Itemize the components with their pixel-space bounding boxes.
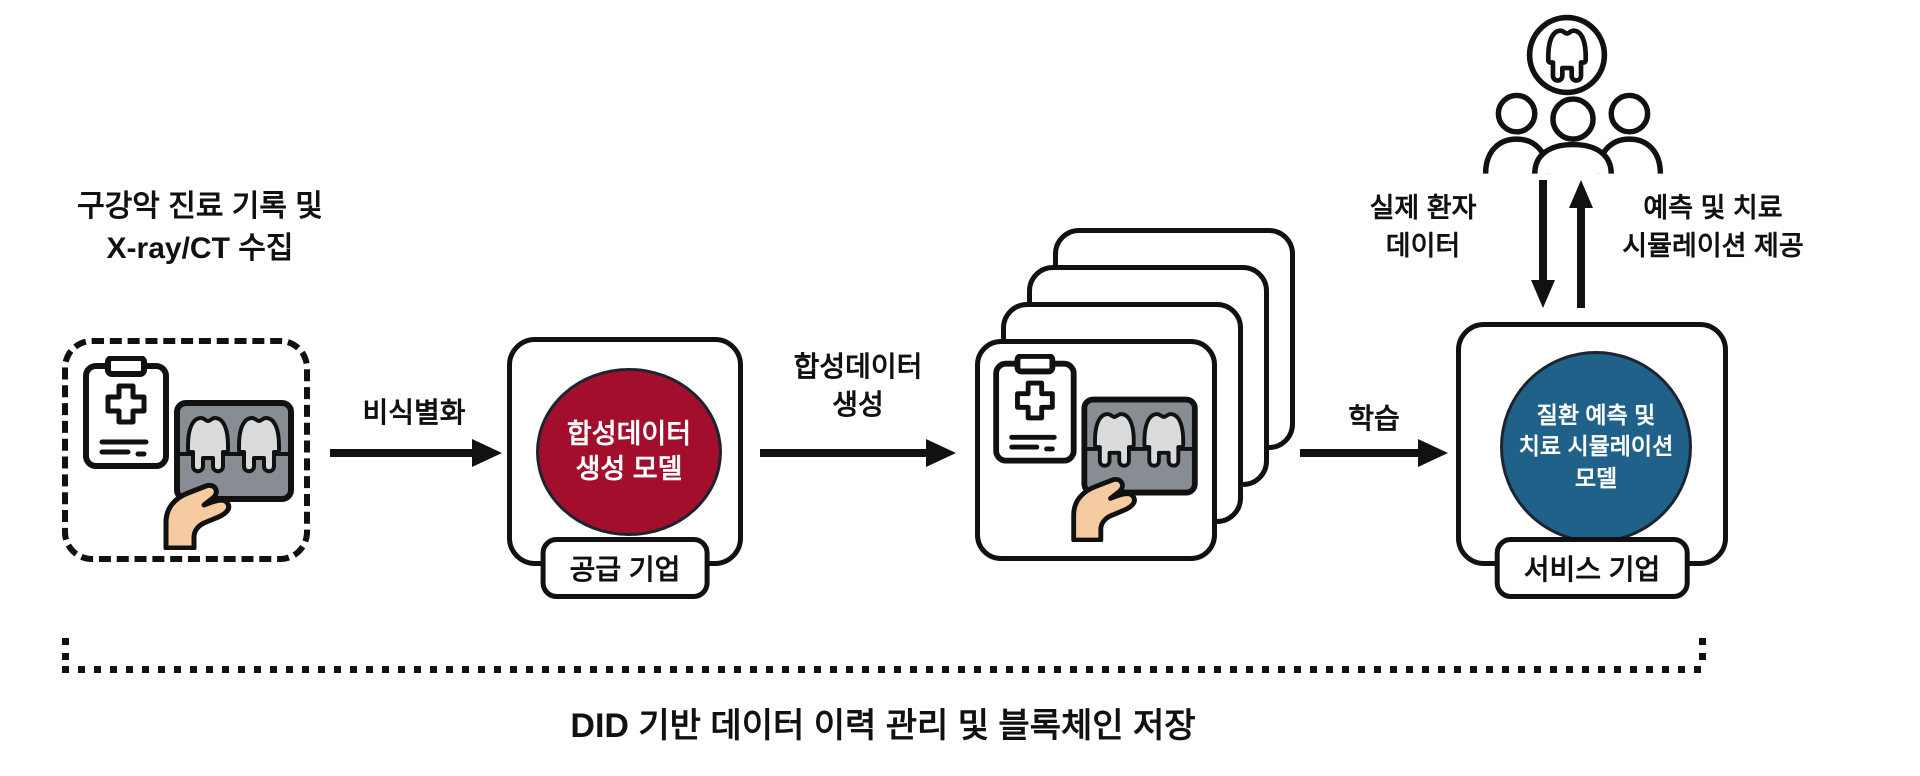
arrow-down-icon (1531, 180, 1555, 308)
patient-data-label: 실제 환자 데이터 (1334, 190, 1512, 266)
dotted-bracket-right (1699, 638, 1706, 668)
patient-data-label-line2: 데이터 (1385, 230, 1461, 261)
source-title-line2: X-ray/CT 수집 (106, 232, 294, 265)
stack-card-front (975, 339, 1217, 561)
arrow-right-icon (760, 439, 956, 467)
dotted-bracket-left (62, 638, 69, 668)
synthetic-generation-label: 합성데이터 생성 (756, 348, 960, 424)
supplier-model-box: 합성데이터 생성 모델 공급 기업 (507, 337, 743, 599)
simulation-output-label-line2: 시뮬레이션 제공 (1622, 230, 1804, 261)
deidentification-label: 비식별화 (362, 397, 466, 428)
supplier-circle-line1: 합성데이터 (566, 418, 692, 449)
training-label: 학습 (1348, 403, 1400, 434)
synthetic-data-model-circle: 합성데이터 생성 모델 (536, 368, 722, 536)
service-circle-line1: 질환 예측 및 (1536, 402, 1656, 429)
dotted-baseline (62, 666, 1706, 673)
data-collection-box (62, 338, 310, 562)
tooth-circle-icon (1526, 14, 1608, 96)
arrow-up-icon (1569, 180, 1593, 308)
service-badge: 서비스 기업 (1494, 537, 1690, 599)
patient-data-label-line1: 실제 환자 (1369, 193, 1477, 223)
simulation-output-label: 예측 및 치료 시뮬레이션 제공 (1598, 190, 1828, 266)
supplier-circle-line2: 생성 모델 (575, 454, 683, 484)
medical-records-xray-icon (992, 354, 1198, 542)
patients-group-icon (1482, 92, 1664, 174)
medical-records-xray-icon (82, 356, 294, 550)
arrow-right-icon (330, 439, 502, 467)
source-title-line1: 구강악 진료 기록 및 (77, 190, 323, 223)
step2-label-line2: 생성 (832, 388, 884, 420)
source-title: 구강악 진료 기록 및 X-ray/CT 수집 (20, 186, 380, 270)
step2-label-line1: 합성데이터 (793, 351, 923, 382)
supplier-badge: 공급 기업 (540, 537, 710, 599)
service-circle-line3: 모델 (1574, 464, 1618, 491)
simulation-output-label-line1: 예측 및 치료 (1643, 193, 1783, 223)
synthetic-data-stack (975, 228, 1297, 562)
service-circle-line2: 치료 시뮬레이션 (1518, 433, 1674, 460)
service-model-box: 질환 예측 및 치료 시뮬레이션 모델 서비스 기업 (1456, 322, 1728, 599)
arrow-right-icon (1300, 439, 1448, 467)
prediction-model-circle: 질환 예측 및 치료 시뮬레이션 모델 (1500, 351, 1692, 543)
footer-title: DID 기반 데이터 이력 관리 및 블록체인 저장 (570, 707, 1196, 745)
